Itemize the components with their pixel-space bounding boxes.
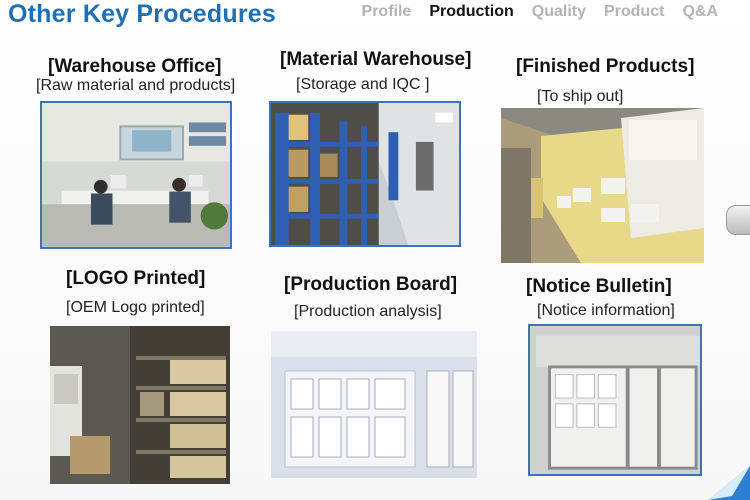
warehouse-office-heading: [Warehouse Office] bbox=[48, 56, 222, 77]
page-title: Other Key Procedures bbox=[8, 0, 276, 28]
page-curl-icon bbox=[702, 466, 750, 500]
material-warehouse-caption: [Storage and IQC ] bbox=[296, 76, 430, 93]
notice-bulletin-photo bbox=[528, 324, 702, 476]
production-board-photo bbox=[271, 331, 477, 478]
production-board-heading: [Production Board] bbox=[284, 274, 458, 295]
material-warehouse-heading: [Material Warehouse] bbox=[280, 49, 472, 70]
production-board-caption: [Production analysis] bbox=[294, 303, 442, 320]
finished-products-caption: [To ship out] bbox=[537, 88, 624, 105]
warehouse-office-photo bbox=[40, 101, 232, 249]
logo-printed-heading: [LOGO Printed] bbox=[66, 268, 206, 289]
material-warehouse-photo bbox=[269, 101, 461, 247]
finished-products-heading: [Finished Products] bbox=[516, 56, 695, 77]
notice-bulletin-heading: [Notice Bulletin] bbox=[526, 276, 672, 297]
notice-bulletin-caption: [Notice information] bbox=[537, 302, 675, 319]
nav-product[interactable]: Product bbox=[603, 3, 665, 20]
logo-printed-photo bbox=[50, 326, 230, 484]
warehouse-office-caption: [Raw material and products] bbox=[36, 77, 236, 94]
nav-qa[interactable]: Q&A bbox=[682, 3, 718, 20]
finished-products-photo bbox=[501, 108, 704, 263]
logo-printed-caption: [OEM Logo printed] bbox=[66, 299, 205, 316]
nav-profile[interactable]: Profile bbox=[361, 3, 412, 20]
nav-production[interactable]: Production bbox=[429, 3, 514, 20]
scroll-handle[interactable] bbox=[726, 205, 750, 235]
top-nav: Profile Production Quality Product Q&A bbox=[362, 3, 718, 21]
nav-quality[interactable]: Quality bbox=[531, 3, 586, 20]
